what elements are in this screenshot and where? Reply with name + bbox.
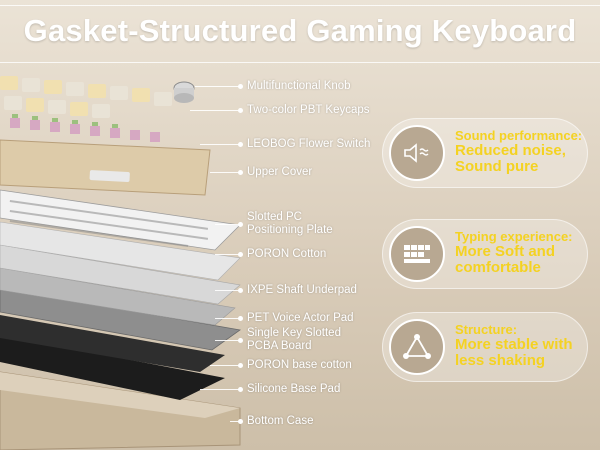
keyboard-keys-icon: [389, 226, 445, 282]
layer-label-pc-plate-line2: Positioning Plate: [247, 224, 333, 236]
leader-line: [215, 316, 243, 321]
layer-label-upper-cover: Upper Cover: [247, 166, 313, 178]
leader-line: [210, 363, 243, 368]
layer-label-keycaps: Two-color PBT Keycaps: [247, 104, 370, 116]
leader-line: [210, 170, 243, 175]
layer-label-knob: Multifunctional Knob: [247, 80, 351, 92]
speaker-wave-icon: [389, 125, 445, 181]
feature-line1: More stable with: [455, 336, 573, 353]
leader-line: [230, 419, 243, 424]
triangle-structure-icon: [389, 319, 445, 375]
leader-line: [215, 252, 243, 257]
leader-line: [215, 222, 243, 227]
feature-line1: Reduced noise,: [455, 142, 566, 159]
leader-line: [200, 387, 243, 392]
feature-line2: comfortable: [455, 259, 541, 276]
layer-label-poron-base: PORON base cotton: [247, 359, 352, 371]
leader-line: [195, 84, 243, 89]
feature-line2: less shaking: [455, 352, 546, 369]
layer-label-switch: LEOBOG Flower Switch: [247, 138, 371, 150]
feature-heading: Structure:: [455, 322, 518, 337]
leader-line: [200, 142, 243, 147]
feature-line1: More Soft and: [455, 243, 555, 260]
feature-heading: Sound performance:: [455, 128, 583, 143]
feature-card-structure: Structure: More stable with less shaking: [382, 312, 588, 382]
layer-label-pcba-line1: Single Key Slotted: [247, 327, 341, 339]
feature-card-sound: Sound performance: Reduced noise, Sound …: [382, 118, 588, 188]
layer-label-silicone: Silicone Base Pad: [247, 383, 341, 395]
feature-heading: Typing experience:: [455, 229, 573, 244]
layer-label-poron-cotton: PORON Cotton: [247, 248, 327, 260]
layer-label-ixpe: IXPE Shaft Underpad: [247, 284, 357, 296]
leader-line: [190, 108, 243, 113]
title-bottom-rule: [0, 62, 600, 63]
feature-line2: Sound pure: [455, 158, 539, 175]
title-top-rule: [0, 5, 600, 6]
layer-label-bottom-case: Bottom Case: [247, 415, 314, 427]
layer-label-pc-plate-line1: Slotted PC: [247, 211, 302, 223]
feature-card-typing: Typing experience: More Soft and comfort…: [382, 219, 588, 289]
layer-label-pet: PET Voice Actor Pad: [247, 312, 354, 324]
leader-line: [215, 288, 243, 293]
page-title: Gasket-Structured Gaming Keyboard: [23, 13, 577, 48]
leader-line: [215, 338, 243, 343]
layer-label-pcba-line2: PCBA Board: [247, 340, 312, 352]
